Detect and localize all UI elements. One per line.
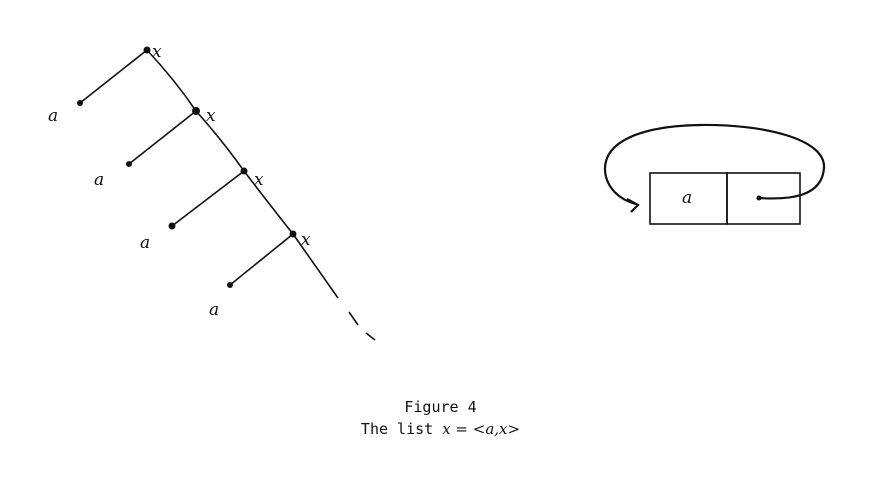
leaf-node: [168, 222, 176, 230]
leaf-node-label: a: [94, 170, 104, 190]
leaf-node: [227, 282, 233, 288]
spine-edge: [146, 49, 197, 112]
spine-continuation: [348, 311, 359, 326]
caption-expression: x = <a,x>: [442, 420, 521, 438]
spine-continuation: [365, 332, 376, 341]
cell-head-label: a: [682, 188, 692, 208]
spine-node-label: x: [301, 230, 311, 250]
spine-edge: [195, 110, 245, 172]
caption-prefix: The list: [360, 420, 434, 438]
leaf-node: [77, 100, 83, 106]
spine-node: [240, 167, 248, 175]
leaf-node-label: a: [140, 233, 150, 253]
spine-node-label: x: [152, 42, 162, 62]
infinite-tree: [79, 49, 376, 341]
tree-labels: x x x x a a a a: [48, 42, 311, 320]
leaf-edge: [229, 233, 294, 286]
spine-node: [143, 46, 151, 54]
cell-tail-box: [726, 172, 801, 225]
spine-node: [289, 230, 297, 238]
cons-cell: a: [603, 123, 826, 225]
leaf-edge: [128, 110, 197, 165]
tree-nodes: [77, 46, 297, 288]
spine-node-label: x: [206, 106, 216, 126]
figure-caption-subtitle: The list x = <a,x>: [0, 420, 881, 438]
leaf-edge: [171, 170, 245, 227]
leaf-node-label: a: [48, 106, 58, 126]
leaf-edge: [79, 49, 148, 104]
spine-edge: [292, 233, 339, 299]
spine-edge: [243, 170, 294, 235]
leaf-node: [126, 161, 132, 167]
arrowhead: [626, 198, 640, 213]
self-pointer-arrow: [603, 123, 826, 206]
spine-node: [192, 107, 200, 115]
leaf-node-label: a: [209, 300, 219, 320]
figure-caption-title: Figure 4: [404, 398, 477, 416]
spine-node-label: x: [254, 170, 264, 190]
